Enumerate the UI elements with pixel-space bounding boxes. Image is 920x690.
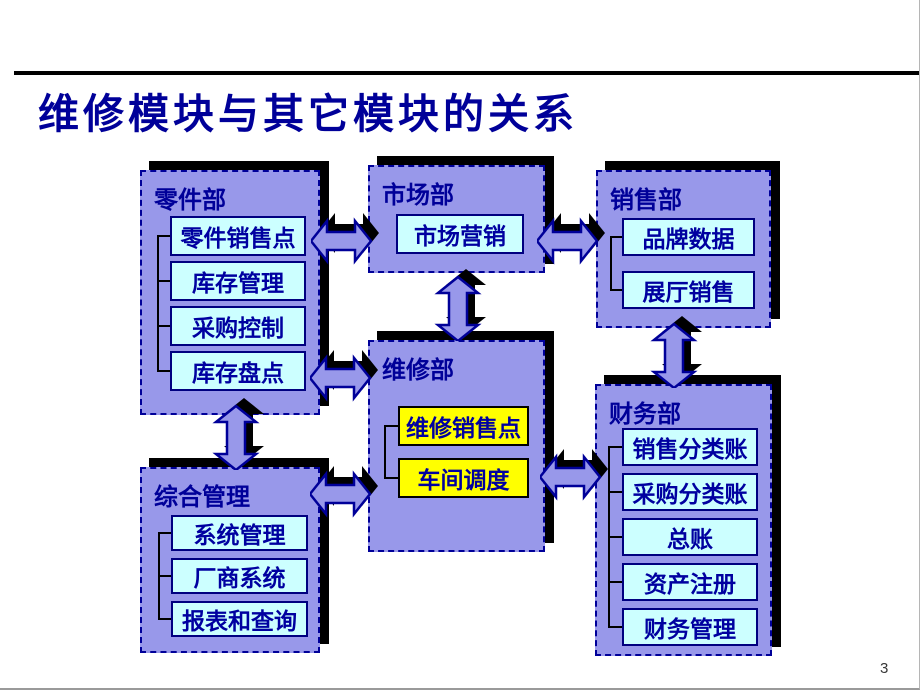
dept-title-market: 市场部 xyxy=(382,182,454,209)
bracket-line xyxy=(158,575,171,577)
double-arrow-parts-service-icon xyxy=(310,350,378,402)
double-arrow-parts-market-icon xyxy=(311,213,379,265)
module-item: 系统管理 xyxy=(171,515,308,551)
module-item: 销售分类账 xyxy=(622,428,758,466)
module-item: 资产注册 xyxy=(622,563,758,601)
bracket-line xyxy=(157,370,170,372)
bracket-line xyxy=(608,626,622,628)
dept-box-service: 维修部 xyxy=(368,340,545,552)
bracket-line xyxy=(157,280,170,282)
double-arrow-market-sales-icon xyxy=(537,213,605,265)
bracket-line xyxy=(608,446,622,448)
bracket-line xyxy=(157,235,170,237)
module-item: 库存盘点 xyxy=(170,351,306,391)
bracket-line xyxy=(158,532,171,534)
double-arrow-sales-finance-icon xyxy=(650,316,702,388)
double-arrow-parts-admin-icon xyxy=(212,398,264,470)
double-arrow-service-finance-icon xyxy=(540,449,608,501)
bracket-line xyxy=(610,236,622,238)
bracket-line xyxy=(608,491,622,493)
bracket-line xyxy=(384,425,386,479)
bracket-line xyxy=(610,289,622,291)
dept-title-parts: 零件部 xyxy=(154,187,226,214)
module-item-highlight: 维修销售点 xyxy=(398,406,529,446)
bracket-line xyxy=(158,618,171,620)
bracket-line xyxy=(608,536,622,538)
dept-title-admin: 综合管理 xyxy=(154,484,250,511)
double-arrow-admin-service-icon xyxy=(310,466,378,518)
module-item-highlight: 车间调度 xyxy=(398,458,529,498)
module-item: 总账 xyxy=(622,518,758,556)
module-item: 财务管理 xyxy=(622,608,758,646)
dept-title-service: 维修部 xyxy=(382,357,454,384)
title-divider-line xyxy=(14,71,919,75)
module-item: 报表和查询 xyxy=(171,601,308,637)
bracket-line xyxy=(157,235,159,372)
bracket-line xyxy=(608,581,622,583)
double-arrow-market-service-icon xyxy=(434,269,486,341)
module-item: 厂商系统 xyxy=(171,558,308,594)
bracket-line xyxy=(610,236,612,291)
module-item: 库存管理 xyxy=(170,261,306,301)
dept-title-sales: 销售部 xyxy=(610,187,682,214)
page-number: 3 xyxy=(880,660,889,677)
bracket-line xyxy=(384,477,398,479)
bracket-line xyxy=(157,325,170,327)
page-title: 维修模块与其它模块的关系 xyxy=(38,91,578,137)
bracket-line xyxy=(384,425,398,427)
module-item: 市场营销 xyxy=(396,214,524,254)
dept-title-finance: 财务部 xyxy=(609,401,681,428)
module-item: 展厅销售 xyxy=(622,271,755,309)
module-item: 品牌数据 xyxy=(622,218,755,256)
module-item: 采购控制 xyxy=(170,306,306,346)
module-item: 零件销售点 xyxy=(170,216,306,256)
module-item: 采购分类账 xyxy=(622,473,758,511)
